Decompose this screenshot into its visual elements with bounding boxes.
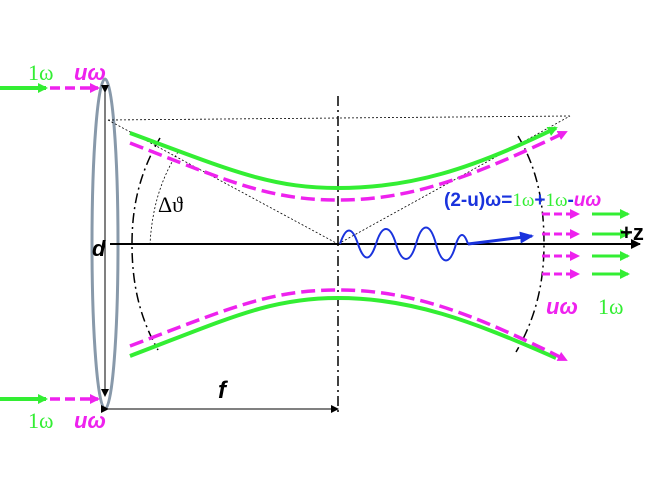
eq-plus: +: [534, 190, 545, 211]
generated-wave: [339, 226, 469, 262]
label-d: d: [92, 236, 106, 261]
beam-uw-upper: [129, 130, 568, 202]
ray-line-top: [107, 115, 571, 121]
ray-line-upper: [107, 119, 339, 245]
angle-arc-right: [515, 135, 545, 353]
angle-arc-left: [131, 137, 161, 351]
ray-line-lower: [337, 115, 571, 245]
beam-1w-upper: [129, 126, 558, 191]
beam-1w-lower: [129, 295, 557, 360]
output-arrows: [542, 209, 630, 279]
eq-lhs: (2-u)ω: [444, 190, 501, 211]
label-axis: +z: [620, 220, 644, 245]
eq-term-1: 1ω: [512, 190, 534, 211]
eq-term-3: uω: [574, 190, 602, 211]
label-in-top-1w: 1ω: [28, 60, 53, 85]
generated-wave-arrow: [467, 231, 534, 246]
eq-term-2: 1ω: [545, 190, 567, 211]
label-in-bot-1w: 1ω: [28, 408, 53, 433]
equation: (2-u)ω=1ω+1ω-uω: [444, 190, 601, 211]
label-out-1w: 1ω: [598, 294, 623, 319]
label-in-bot-uw: uω: [74, 408, 106, 433]
label-out-uw: uω: [546, 294, 578, 319]
label-f: f: [218, 377, 228, 404]
eq-equals: =: [501, 190, 512, 211]
label-angle: Δϑ: [158, 192, 183, 217]
beam-uw-lower: [129, 288, 568, 362]
label-in-top-uw: uω: [74, 60, 106, 85]
eq-minus: -: [567, 190, 573, 211]
